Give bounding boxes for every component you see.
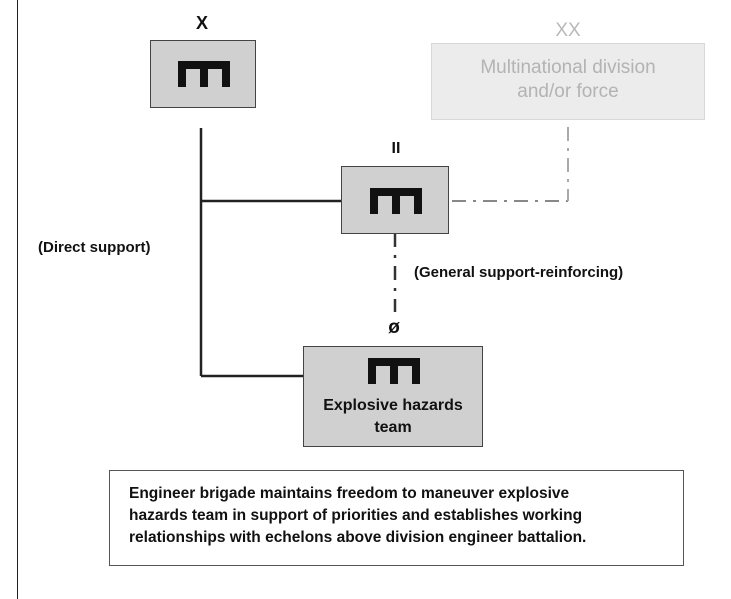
division-label-line-1: Multinational division [480, 57, 656, 78]
battalion-unit-box [341, 166, 449, 234]
division-unit-box: Multinational division and/or force [431, 43, 705, 120]
battalion-echelon-marker: II [391, 140, 401, 157]
note-line-2: hazards team in support of priorities an… [129, 507, 583, 524]
team-label-line-1: Explosive hazards [323, 397, 463, 414]
team-unit-box: Explosive hazards team [303, 346, 483, 447]
engineer-symbol-icon [370, 188, 422, 214]
note-line-1: Engineer brigade maintains freedom to ma… [129, 485, 570, 502]
division-label-line-2: and/or force [517, 81, 619, 102]
engineer-symbol-icon [368, 358, 420, 384]
division-echelon-marker: XX [555, 20, 581, 41]
brigade-unit-box [150, 40, 256, 108]
team-label: Explosive hazards team [304, 395, 482, 439]
page-margin-rule [17, 0, 18, 599]
brigade-echelon-marker: X [195, 13, 208, 33]
engineer-symbol-icon [178, 61, 230, 87]
direct-support-label: (Direct support) [38, 239, 151, 256]
team-label-line-2: team [374, 419, 412, 436]
team-echelon-marker: ø [388, 317, 400, 338]
note-box: Engineer brigade maintains freedom to ma… [109, 470, 684, 566]
general-support-reinforcing-label: (General support-reinforcing) [414, 264, 624, 281]
note-line-3: relationships with echelons above divisi… [129, 529, 587, 546]
